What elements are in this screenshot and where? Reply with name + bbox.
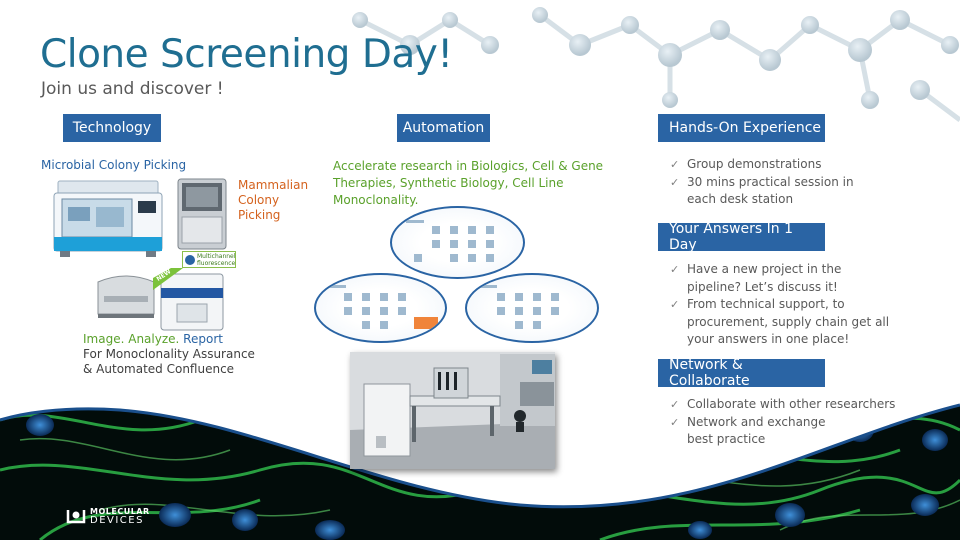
list-item: ✓Network and exchange best practice [670,414,902,449]
list-item: ✓From technical support, to procurement,… [670,296,902,349]
workflow-diagram-left [314,273,447,343]
image-analyze-report-label: Image. Analyze. Report [83,332,223,346]
page-title: Clone Screening Day! [40,32,453,77]
list-item: ✓Group demonstrations [670,156,902,174]
monoclonality-description: For Monoclonality Assurance & Automated … [83,347,255,376]
workflow-diagram-top [390,206,525,279]
workflow-diagram-right [465,273,599,343]
network-header: Network & Collaborate [658,357,825,389]
hands-on-list: ✓Group demonstrations ✓30 mins practical… [670,156,902,209]
automated-lab-rendering [350,352,555,469]
technology-header: Technology [63,114,161,142]
workflow-diagram-left-graphic [328,285,438,329]
microbial-colony-picking-label: Microbial Colony Picking [41,158,187,172]
new-imager-instrument-image [153,268,224,331]
report-word: Report [183,332,223,346]
image-word: Image. [83,332,125,346]
fluorescence-icon [185,255,195,265]
automation-description: Accelerate research in Biologics, Cell &… [333,159,604,207]
logo-line1: MOLECULAR [90,507,150,516]
check-icon: ✓ [670,398,680,411]
answers-list: ✓Have a new project in the pipeline? Let… [670,261,902,349]
molecular-devices-logo: MOLECULAR DEVICES [66,506,150,526]
workflow-diagram-right-graphic [479,285,559,329]
molecular-devices-logo-icon [66,510,86,524]
mammalian-colony-picker-image [177,178,227,250]
imager-instrument-image [97,275,155,318]
logo-line2: DEVICES [90,515,144,526]
network-list: ✓Collaborate with other researchers ✓Net… [670,396,902,449]
automation-header: Automation [397,114,490,142]
check-icon: ✓ [670,175,680,189]
check-icon: ✓ [670,298,680,311]
microbial-colony-picker-image [53,180,163,257]
mammalian-colony-picking-label: Mammalian Colony Picking [238,178,309,222]
check-icon: ✓ [670,415,680,429]
answers-header: Your Answers In 1 Day [658,221,825,253]
list-item: ✓30 mins practical session in each desk … [670,174,902,209]
check-icon: ✓ [670,158,680,171]
workflow-diagram-top-graphic [406,220,494,262]
molecule-background-graphic [352,7,960,122]
check-icon: ✓ [670,263,680,276]
hands-on-header: Hands-On Experience [658,114,825,142]
list-item: ✓Collaborate with other researchers [670,396,902,414]
list-item: ✓Have a new project in the pipeline? Let… [670,261,902,296]
page-subtitle: Join us and discover ! [41,79,224,99]
multichannel-fluorescence-badge: Multichannel fluorescence [182,251,236,268]
analyze-word: Analyze. [128,332,180,346]
